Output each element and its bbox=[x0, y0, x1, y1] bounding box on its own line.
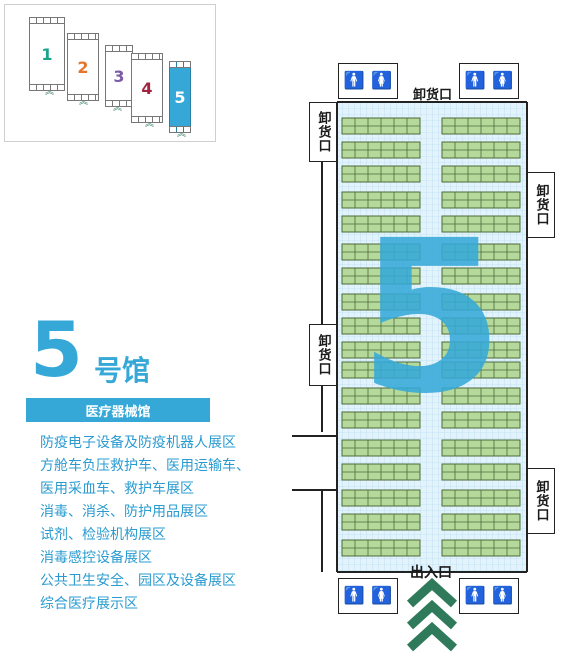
overview-hall-1-label: 1 bbox=[41, 44, 53, 64]
hall-number-title: 5 bbox=[30, 305, 83, 394]
female-restroom-icon: 🚺 bbox=[371, 70, 393, 91]
unloading-dock-right-top[interactable]: 卸货口 bbox=[527, 172, 555, 238]
entrance-arrow-icon bbox=[406, 599, 458, 630]
zone-item[interactable]: 消毒、消杀、防护用品展区 bbox=[40, 504, 208, 520]
hall-subtitle-banner: 医疗器械馆 bbox=[26, 398, 210, 422]
restroom-top-right[interactable]: 🚹 🚺 bbox=[459, 63, 519, 99]
overview-hall-5[interactable]: 5 bbox=[169, 61, 191, 133]
overview-entrance-icon-5: ︽ bbox=[177, 129, 187, 139]
hall-subtitle: 医疗器械馆 bbox=[85, 404, 151, 420]
overview-entrance-icon-3: ︽ bbox=[113, 103, 123, 113]
zone-item[interactable]: 医用采血车、救护车展区 bbox=[40, 481, 194, 497]
female-restroom-icon: 🚺 bbox=[492, 70, 514, 91]
restroom-bottom-left[interactable]: 🚹 🚺 bbox=[338, 578, 398, 614]
overview-hall-3-label: 3 bbox=[113, 66, 125, 86]
zone-item[interactable]: 试剂、检验机构展区 bbox=[40, 527, 166, 543]
hall-digit-overlay: 5 bbox=[357, 195, 505, 440]
zone-item[interactable]: 防疫电子设备及防疫机器人展区 bbox=[40, 435, 236, 451]
male-restroom-icon: 🚹 bbox=[343, 585, 365, 606]
zone-item[interactable]: 综合医疗展示区 bbox=[40, 596, 138, 612]
male-restroom-icon: 🚹 bbox=[464, 70, 486, 91]
overview-hall-5-label: 5 bbox=[174, 87, 186, 107]
female-restroom-icon: 🚺 bbox=[492, 585, 514, 606]
overview-hall-3[interactable]: 3 bbox=[105, 45, 133, 107]
zone-item[interactable]: 方舱车负压救护车、医用运输车、 bbox=[40, 458, 250, 474]
unloading-dock-right-bottom[interactable]: 卸货口 bbox=[527, 468, 555, 534]
overview-entrance-icon-1: ︽ bbox=[45, 87, 55, 97]
overview-entrance-icon-2: ︽ bbox=[79, 97, 89, 107]
female-restroom-icon: 🚺 bbox=[371, 585, 393, 606]
unloading-dock-left-mid[interactable]: 卸货口 bbox=[309, 324, 337, 386]
zone-item[interactable]: 消毒感控设备展区 bbox=[40, 550, 152, 566]
entrance-arrow-icon bbox=[406, 577, 458, 608]
zone-list: 防疫电子设备及防疫机器人展区 方舱车负压救护车、医用运输车、 医用采血车、救护车… bbox=[40, 432, 250, 616]
overview-hall-4[interactable]: 4 bbox=[131, 53, 163, 123]
restroom-bottom-right[interactable]: 🚹 🚺 bbox=[459, 578, 519, 614]
entrance-arrow-icon bbox=[406, 621, 458, 652]
unloading-label-top: 卸货口 bbox=[413, 88, 453, 103]
overview-hall-2-label: 2 bbox=[77, 57, 89, 77]
hall-word-title: 号馆 bbox=[94, 354, 151, 387]
male-restroom-icon: 🚹 bbox=[464, 585, 486, 606]
overview-hall-1[interactable]: 1 bbox=[29, 17, 65, 91]
overview-entrance-icon-4: ︽ bbox=[145, 119, 155, 129]
entrance-arrows bbox=[406, 577, 458, 652]
overview-hall-2[interactable]: 2 bbox=[67, 33, 99, 101]
male-restroom-icon: 🚹 bbox=[343, 70, 365, 91]
restroom-top-left[interactable]: 🚹 🚺 bbox=[338, 63, 398, 99]
overview-map: 1 2 3 4 5 ︽ ︽ ︽ ︽ ︽ bbox=[4, 4, 216, 142]
booth-grid bbox=[341, 117, 521, 557]
zone-item[interactable]: 公共卫生安全、园区及设备展区 bbox=[40, 573, 236, 589]
overview-hall-4-label: 4 bbox=[141, 78, 153, 98]
unloading-dock-left-top[interactable]: 卸货口 bbox=[309, 102, 337, 162]
entrance-label: 出入口 bbox=[410, 565, 452, 581]
